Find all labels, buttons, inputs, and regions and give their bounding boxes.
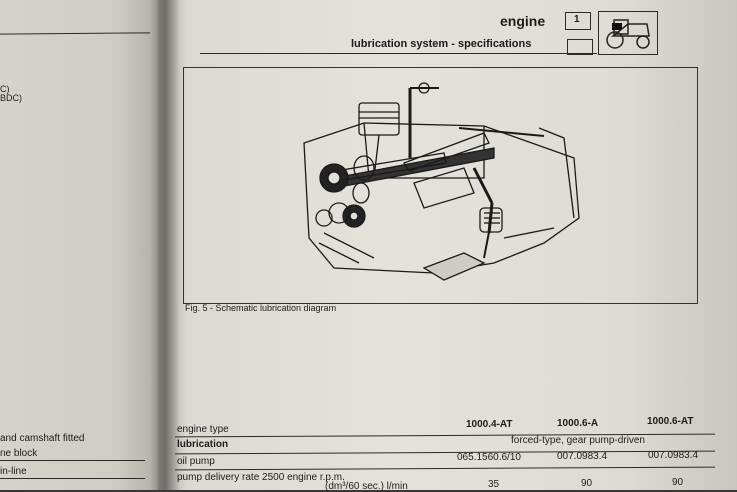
row-oil-pump-val-3: 007.0983.4 bbox=[648, 450, 699, 461]
section-title: engine bbox=[500, 13, 546, 29]
subtitle-box bbox=[567, 39, 593, 55]
left-rule-2 bbox=[0, 478, 145, 479]
left-page-rule bbox=[0, 32, 151, 35]
left-rule-1 bbox=[0, 460, 145, 461]
left-page: C) BDC) and camshaft fitted ne block in-… bbox=[0, 0, 168, 490]
row-delivery-sublabel: (dm³/60 sec.) l/min bbox=[325, 481, 408, 492]
figure-frame bbox=[183, 67, 698, 304]
row-oil-pump-val-2: 007.0983.4 bbox=[557, 451, 608, 462]
tractor-icon-box bbox=[598, 11, 658, 55]
header-rule bbox=[200, 53, 597, 54]
row-lubrication-value: forced-type, gear pump-driven bbox=[511, 435, 645, 446]
left-fragment-1: C) bbox=[0, 84, 10, 94]
chapter-number: 1 bbox=[574, 14, 580, 25]
table-col-3: 1000.6-AT bbox=[647, 416, 694, 427]
left-line-2: ne block bbox=[0, 448, 38, 459]
figure-caption: Fig. 5 - Schematic lubrication diagram bbox=[185, 303, 337, 313]
tractor-icon bbox=[606, 19, 650, 49]
row-delivery-val-1: 35 bbox=[488, 479, 500, 490]
table-col-2: 1000.6-A bbox=[557, 418, 599, 429]
left-line-3: in-line bbox=[0, 466, 27, 477]
lubrication-diagram bbox=[303, 82, 580, 281]
row-delivery-label: pump delivery rate 2500 engine r.p.m. bbox=[177, 472, 345, 483]
row-delivery-val-2: 90 bbox=[581, 478, 593, 489]
table-col-1: 1000.4-AT bbox=[466, 419, 513, 430]
right-page bbox=[158, 0, 737, 490]
left-fragment-2: BDC) bbox=[0, 93, 22, 103]
table-header-label: engine type bbox=[177, 424, 229, 435]
row-oil-pump-val-1: 065.1560.6/10 bbox=[457, 452, 521, 463]
row-delivery-val-3: 90 bbox=[672, 477, 684, 488]
chapter-box: 1 bbox=[565, 12, 591, 30]
section-subtitle: lubrication system - specifications bbox=[351, 38, 532, 50]
row-oil-pump-label: oil pump bbox=[177, 456, 215, 467]
book-spine bbox=[150, 0, 180, 490]
left-line-1: and camshaft fitted bbox=[0, 433, 85, 444]
row-lubrication-label: lubrication bbox=[177, 439, 229, 450]
